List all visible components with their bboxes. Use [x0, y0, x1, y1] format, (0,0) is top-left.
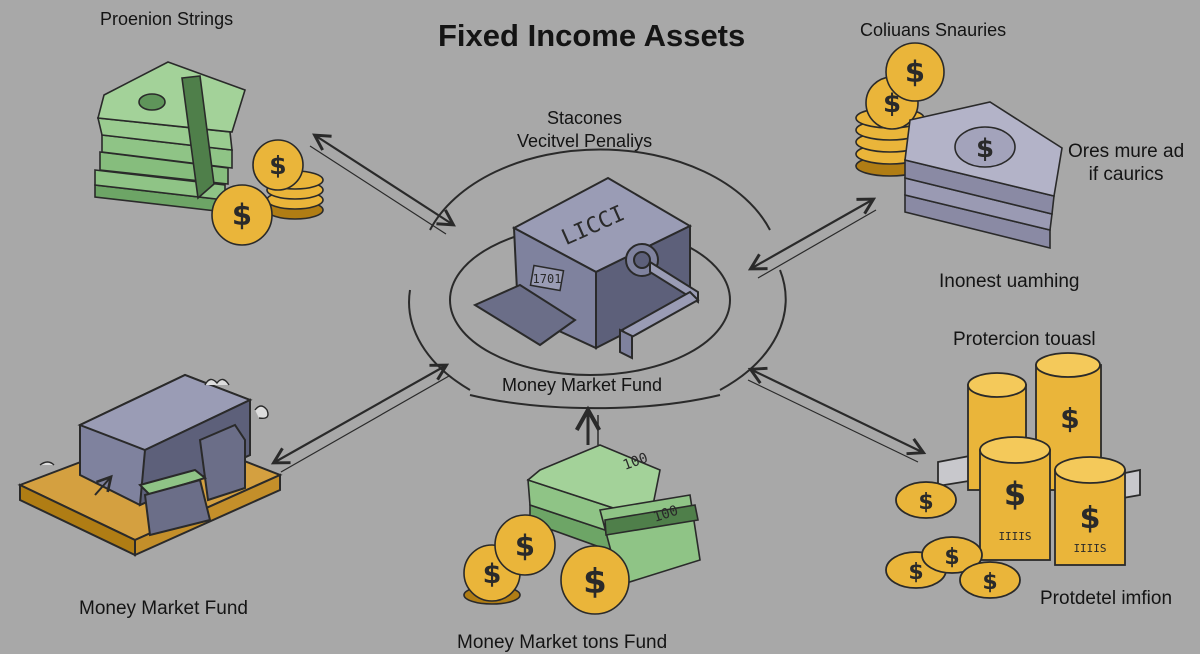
label-right: Ores mure ad if caurics: [1068, 141, 1184, 187]
machine-display-text: 1701: [533, 272, 562, 286]
label-center-top-line2: Vecitvel Penaliys: [517, 131, 653, 152]
svg-text:$: $: [982, 570, 997, 595]
svg-text:$: $: [269, 151, 286, 180]
svg-text:$: $: [583, 562, 607, 602]
svg-text:$: $: [976, 134, 994, 164]
bill-stack-grey: $: [904, 101, 1063, 250]
label-bottom-center: Money Market tons Fund: [457, 632, 668, 653]
label-right-mid: Inonest uamhing: [939, 271, 1080, 292]
bottom-left-machine-illustration: [17, 373, 283, 557]
svg-text:$: $: [918, 490, 933, 515]
bill-text-2: 100: [651, 503, 680, 526]
top-right-cash-illustration: $ $ $: [855, 42, 1063, 250]
svg-text:$: $: [1060, 402, 1079, 435]
label-bottom-left: Money Market Fund: [79, 598, 248, 619]
label-top-right: Coliuans Snauries: [860, 20, 1007, 40]
label-top-left: Proenion Strings: [100, 9, 234, 29]
svg-text:$: $: [483, 559, 502, 590]
center-rings: [408, 148, 787, 410]
label-right-line1: Ores mure ad: [1068, 141, 1185, 162]
label-center-top-line1: Stacones: [547, 108, 623, 128]
coin-label-right: IIIIS: [1073, 542, 1106, 555]
label-center-top: Stacones Vecitvel Penaliys: [517, 107, 652, 154]
svg-text:$: $: [1004, 475, 1026, 513]
arrow-bottom-left: [270, 363, 450, 473]
svg-text:$: $: [1080, 501, 1101, 536]
arrow-top-right: [747, 197, 877, 279]
label-bottom-right: Protdetel imfion: [1040, 588, 1173, 609]
center-machine-illustration: LICCI 1701: [472, 176, 700, 360]
svg-text:$: $: [232, 198, 252, 232]
label-center: Money Market Fund: [502, 375, 663, 395]
top-left-cash-illustration: $ $: [94, 61, 324, 246]
svg-text:$: $: [883, 89, 901, 119]
connector-arrows: [270, 133, 927, 473]
label-right-lower: Protercion touasl: [953, 329, 1096, 350]
coin-stack: $ $: [211, 139, 324, 246]
bottom-right-coins-illustration: $ $ IIIIS $ IIIIS $ $ $ $: [885, 352, 1141, 599]
svg-text:$: $: [944, 545, 959, 570]
label-right-line2: if caurics: [1088, 163, 1164, 185]
svg-text:$: $: [905, 55, 925, 89]
svg-text:$: $: [908, 560, 923, 585]
arrow-bottom-right: [747, 366, 927, 463]
arrow-top-left: [309, 133, 456, 235]
svg-text:$: $: [515, 529, 535, 563]
coin-label-left: IIIIS: [998, 530, 1031, 543]
diagram-title: Fixed Income Assets: [438, 18, 746, 53]
bottom-center-cash-illustration: 100 100 $ $ $: [463, 444, 701, 615]
arrow-bottom-up: [574, 405, 602, 445]
